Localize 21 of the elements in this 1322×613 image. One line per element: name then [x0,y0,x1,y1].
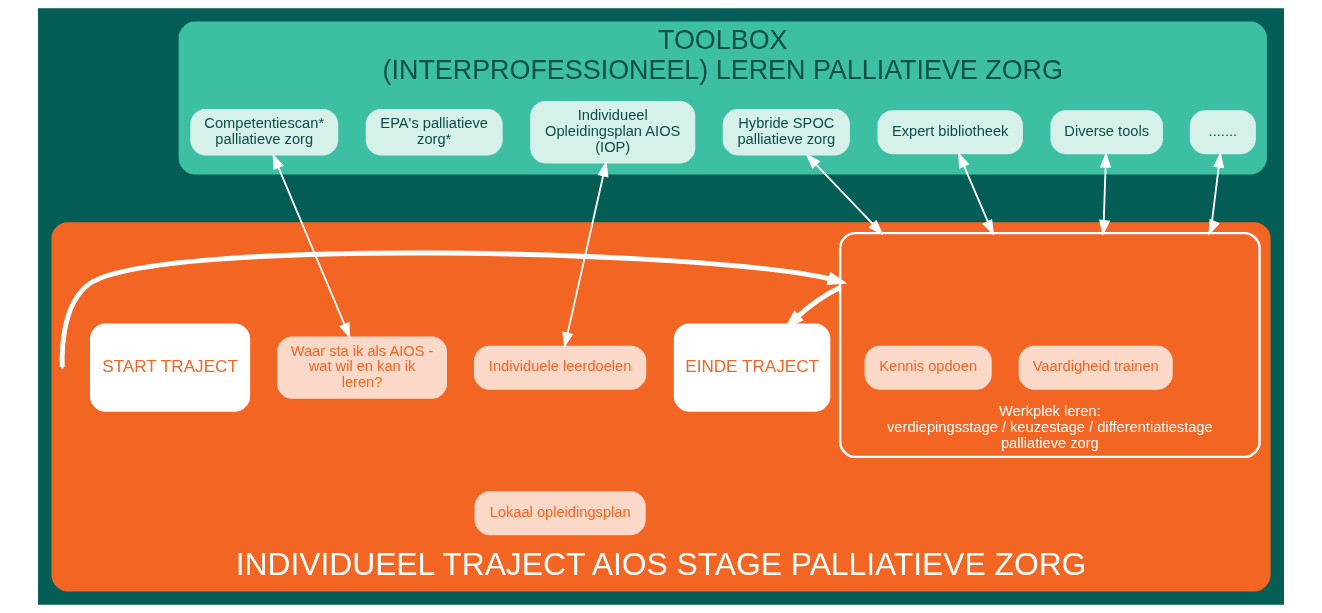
arrow [805,153,884,236]
node-box: Waar sta ik als AIOS - wat wil en kan ik leren? [277,336,447,399]
node-box: Expert bibliotheek [877,110,1023,155]
node-box: EINDE TRAJECT [673,323,831,412]
node-box: Individuele leerdoelen [473,345,647,390]
arrow [1208,151,1225,236]
arrow [562,160,609,349]
node-box: EPA's palliatieve zorg* [365,109,503,156]
arrow [59,250,848,367]
node-box: Competentiescan* palliatieve zorg [190,109,339,156]
node-box: ....... [1189,110,1256,155]
node-box: Diverse tools [1050,110,1163,155]
node-box: Vaardigheid trainen [1018,345,1173,390]
node-box: Kennis opdoen [864,345,992,390]
arrow [1099,151,1112,236]
node-box: Individueel Opleidingsplan AIOS (IOP) [530,101,696,164]
arrow [958,151,995,236]
node-box: START TRAJECT [89,323,251,412]
arrow [272,153,351,339]
node-box: Hybride SPOC palliatieve zorg [722,109,850,156]
node-box: Lokaal opleidingsplan [474,491,646,536]
